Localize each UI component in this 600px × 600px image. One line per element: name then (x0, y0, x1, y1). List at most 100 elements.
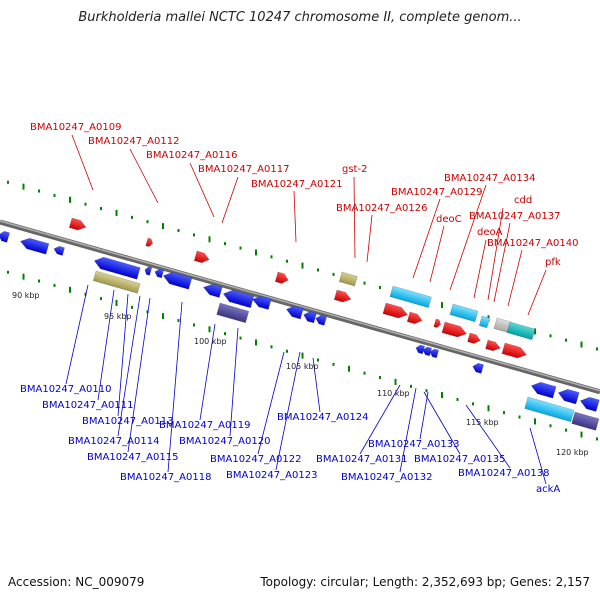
reverse-gene-15[interactable] (429, 348, 440, 359)
reverse-gene-label[interactable]: BMA10247_A0110 (20, 384, 111, 395)
reverse-gene-6[interactable] (162, 270, 193, 290)
reverse-gene-11[interactable] (302, 310, 317, 324)
reverse-gene-label[interactable]: BMA10247_A0111 (42, 400, 133, 411)
forward-gene-7[interactable] (433, 318, 442, 328)
inner-tick-track-dot (7, 270, 9, 274)
backbone-line (0, 219, 600, 395)
reverse-gene-16[interactable] (472, 362, 484, 374)
cyan-feature-4[interactable] (524, 396, 575, 423)
forward-label-leader (412, 198, 441, 279)
forward-label-leader (527, 269, 547, 316)
reverse-gene-label[interactable]: ackA (536, 484, 560, 495)
reverse-label-leader (167, 301, 183, 473)
forward-gene-label[interactable]: BMA10247_A0134 (444, 173, 535, 184)
forward-gene-6[interactable] (406, 311, 423, 325)
reverse-label-leader (399, 387, 417, 473)
forward-gene-4[interactable] (333, 289, 352, 304)
reverse-gene-label[interactable]: BMA10247_A0120 (179, 436, 270, 447)
forward-gene-label[interactable]: deoA (477, 227, 503, 238)
forward-label-leader (189, 162, 215, 218)
reverse-gene-label[interactable]: BMA10247_A0115 (87, 452, 178, 463)
forward-gene-label[interactable]: BMA10247_A0117 (198, 164, 289, 175)
forward-gene-label[interactable]: BMA10247_A0109 (30, 122, 121, 133)
reverse-gene-12[interactable] (315, 314, 327, 326)
reverse-gene-4[interactable] (144, 266, 153, 276)
forward-gene-label[interactable]: pfk (545, 257, 561, 268)
reverse-gene-label[interactable]: BMA10247_A0135 (414, 454, 505, 465)
forward-gene-label[interactable]: BMA10247_A0126 (336, 203, 427, 214)
reverse-gene-label[interactable]: BMA10247_A0119 (159, 420, 250, 431)
reverse-gene-5[interactable] (154, 268, 165, 279)
reverse-gene-label[interactable]: BMA10247_A0131 (316, 454, 407, 465)
purple-feature-2[interactable] (571, 411, 600, 431)
forward-gene-9[interactable] (467, 332, 482, 345)
reverse-gene-2[interactable] (53, 245, 65, 256)
forward-gene-label[interactable]: BMA10247_A0137 (469, 211, 560, 222)
forward-gene-1[interactable] (145, 237, 154, 247)
reverse-gene-label[interactable]: BMA10247_A0123 (226, 470, 317, 481)
purple-feature[interactable] (216, 302, 250, 324)
forward-gene-8[interactable] (441, 321, 468, 339)
reverse-gene-8[interactable] (222, 288, 255, 309)
cyan-feature-2[interactable] (449, 303, 479, 323)
inner-tick-track-dot (348, 365, 350, 372)
cyan-feature[interactable] (389, 285, 432, 308)
forward-gene-label[interactable]: BMA10247_A0129 (391, 187, 482, 198)
reverse-gene-label[interactable]: BMA10247_A0118 (120, 472, 211, 483)
inner-tick-track-dot (456, 397, 459, 401)
reverse-gene-14[interactable] (422, 346, 433, 357)
forward-gene-3[interactable] (274, 271, 289, 285)
reverse-gene-label[interactable]: BMA10247_A0113 (82, 416, 173, 427)
reverse-gene-10[interactable] (285, 304, 304, 320)
reverse-gene-1[interactable] (19, 236, 50, 255)
reverse-gene-19[interactable] (579, 395, 600, 412)
reverse-gene-label[interactable]: BMA10247_A0138 (458, 468, 549, 479)
forward-gene-label[interactable]: cdd (514, 195, 532, 206)
outer-tick-track-dot (580, 341, 583, 348)
forward-gene-11[interactable] (501, 342, 528, 360)
outer-tick-track-dot (224, 242, 226, 246)
inner-tick-track-dot (596, 437, 598, 441)
inner-tick-track-dot (565, 428, 567, 432)
forward-label-leader (366, 214, 373, 263)
reverse-gene-18[interactable] (557, 387, 580, 405)
forward-gene-0[interactable] (68, 217, 87, 232)
forward-gene-label[interactable]: gst-2 (342, 164, 367, 175)
reverse-gene-label[interactable]: BMA10247_A0122 (210, 454, 301, 465)
outer-tick-track-dot (53, 193, 56, 197)
reverse-gene-label[interactable]: BMA10247_A0132 (341, 472, 432, 483)
reverse-gene-0[interactable] (0, 230, 10, 243)
scale-tick-label: 105 kbp (286, 362, 319, 371)
forward-label-leader (353, 176, 356, 259)
reverse-gene-7[interactable] (202, 282, 223, 298)
reverse-gene-13[interactable] (415, 344, 426, 355)
reverse-gene-label[interactable]: BMA10247_A0114 (68, 436, 159, 447)
outer-tick-track-dot (565, 338, 567, 342)
khaki-feature-2[interactable] (338, 271, 358, 287)
reverse-label-leader (127, 297, 151, 453)
outer-tick-track-dot (38, 189, 40, 193)
forward-gene-label[interactable]: BMA10247_A0140 (487, 238, 578, 249)
reverse-gene-9[interactable] (251, 294, 272, 310)
inner-tick-track-dot (441, 392, 443, 399)
forward-gene-2[interactable] (193, 250, 210, 264)
khaki-feature[interactable] (92, 270, 141, 294)
teal-feature[interactable] (506, 321, 536, 341)
reverse-gene-label[interactable]: BMA10247_A0133 (368, 439, 459, 450)
forward-gene-label[interactable]: BMA10247_A0112 (88, 136, 179, 147)
cyan-feature-3[interactable] (478, 315, 491, 329)
forward-gene-label[interactable]: BMA10247_A0121 (251, 179, 342, 190)
inner-tick-track-dot (69, 286, 71, 293)
outer-tick-track-dot (534, 328, 536, 335)
forward-gene-label[interactable]: BMA10247_A0116 (146, 150, 237, 161)
forward-label-leader (293, 190, 297, 243)
reverse-label-leader (423, 391, 461, 455)
reverse-gene-label[interactable]: BMA10247_A0124 (277, 412, 368, 423)
inner-tick-track-dot (270, 345, 273, 349)
reverse-gene-17[interactable] (530, 380, 557, 399)
inner-tick-track-dot (363, 371, 366, 375)
forward-gene-10[interactable] (485, 339, 502, 353)
reverse-gene-3[interactable] (93, 255, 141, 280)
forward-gene-label[interactable]: deoC (436, 214, 462, 225)
forward-gene-5[interactable] (382, 302, 409, 320)
